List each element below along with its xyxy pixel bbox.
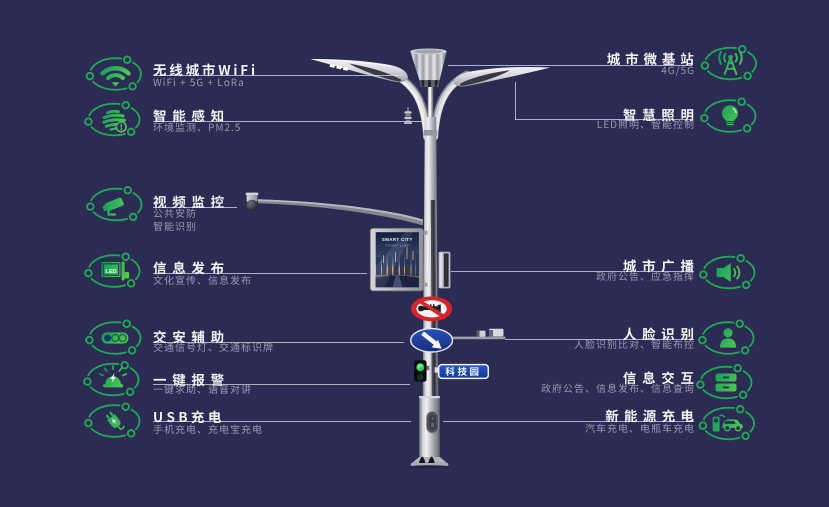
svg-text:STREET LAMP: STREET LAMP bbox=[385, 244, 409, 248]
svg-text:LED: LED bbox=[105, 269, 116, 275]
svg-text:SMART CITY: SMART CITY bbox=[382, 237, 413, 242]
svg-text:科技园: 科技园 bbox=[445, 364, 481, 378]
